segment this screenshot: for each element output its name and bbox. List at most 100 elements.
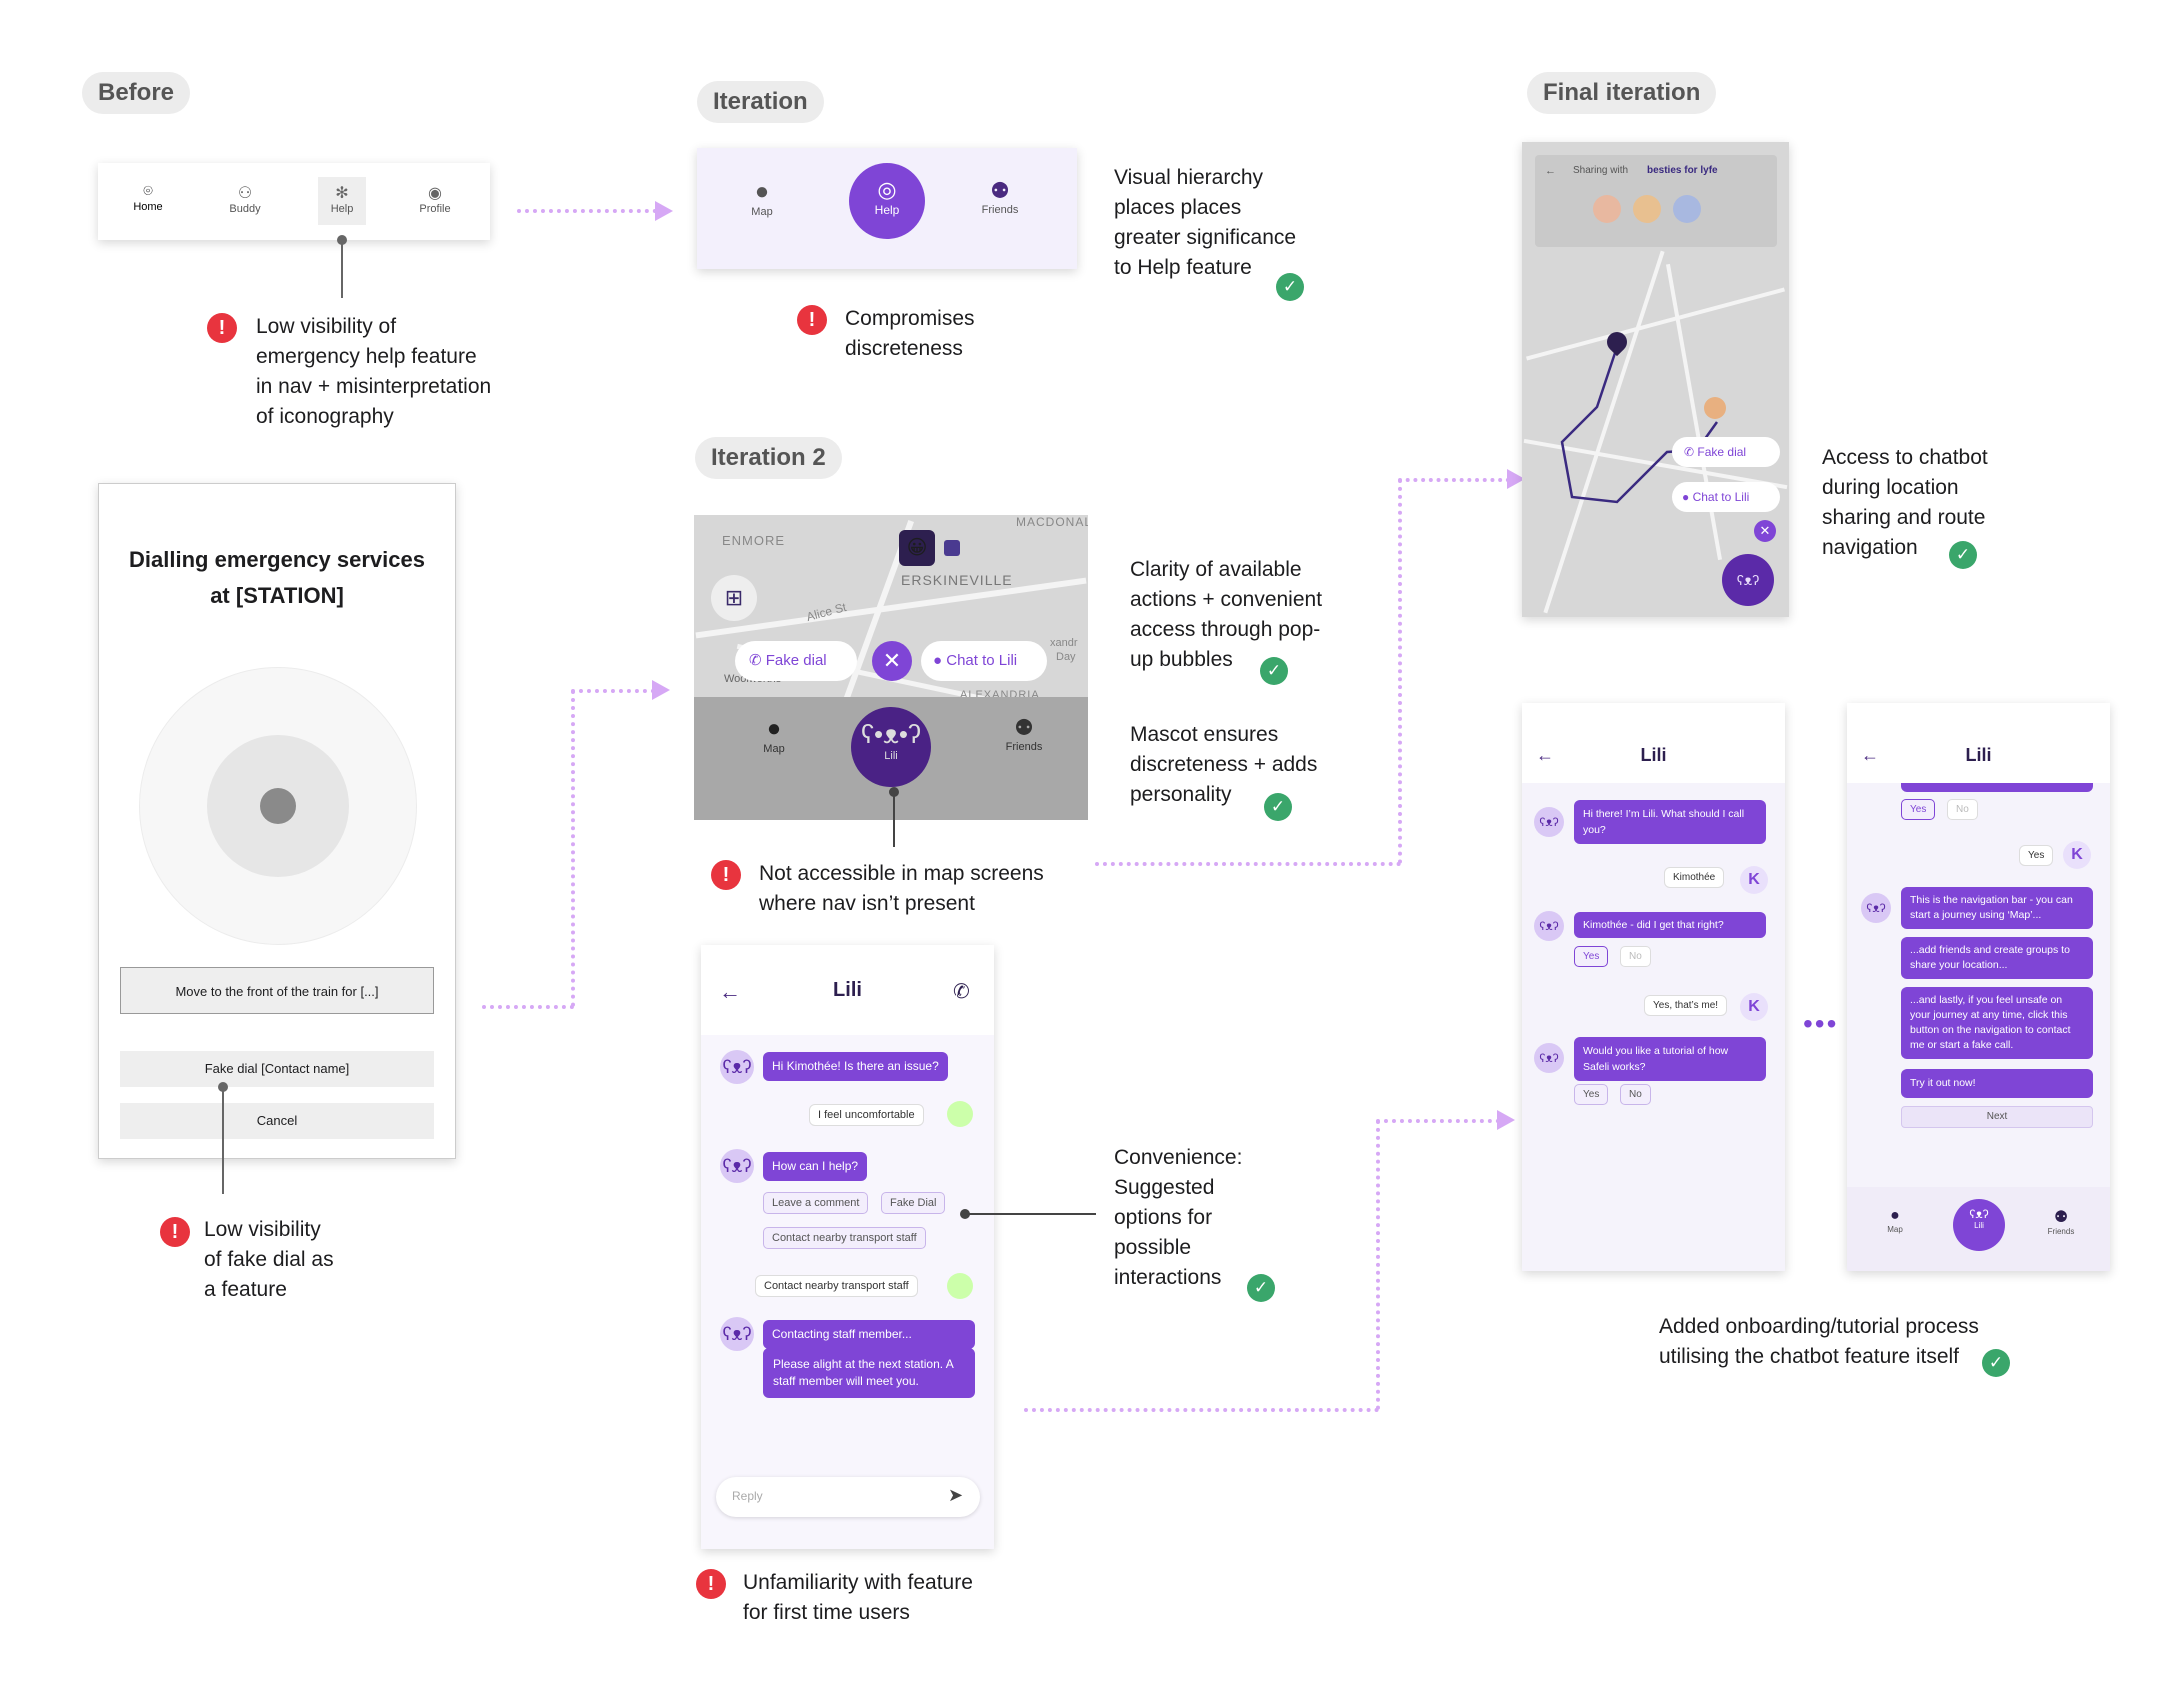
friend-avatar[interactable] bbox=[1633, 195, 1661, 223]
nav-map[interactable]: ● Map bbox=[744, 715, 804, 755]
fake-dial-button[interactable]: Fake dial [Contact name] bbox=[120, 1051, 434, 1087]
section-final-iteration: Final iteration bbox=[1527, 72, 1717, 114]
nav-profile[interactable]: ◉ Profile bbox=[405, 183, 465, 215]
nav-help-button[interactable]: ◎ Help bbox=[849, 163, 925, 239]
nav-label: Friends bbox=[2047, 1227, 2075, 1236]
user-message: Kimothée bbox=[1664, 867, 1725, 888]
fake-dial-bubble[interactable]: ✆ Fake dial bbox=[1672, 437, 1780, 467]
people-icon: ⚇ bbox=[237, 185, 253, 202]
nav-lili-mascot-button[interactable]: ʕᴥʔ Lili bbox=[1953, 1199, 2005, 1251]
back-arrow-icon[interactable]: ← bbox=[1861, 745, 1879, 765]
map-label: ERSKINEVILLE bbox=[901, 572, 1013, 588]
fake-dial-bubble[interactable]: ✆ Fake dial bbox=[735, 641, 857, 681]
send-icon[interactable]: ➤ bbox=[948, 1485, 964, 1505]
back-arrow-icon[interactable]: ← bbox=[1545, 165, 1556, 177]
user-avatar: K bbox=[2063, 841, 2091, 869]
lili-avatar: ʕᴥʔ bbox=[720, 1050, 754, 1084]
warning-icon: ! bbox=[696, 1569, 726, 1599]
cancel-button[interactable]: Cancel bbox=[120, 1103, 434, 1139]
more-ellipsis-icon: ••• bbox=[1803, 1008, 1839, 1039]
move-button[interactable]: Move to the front of the train for [...] bbox=[120, 967, 434, 1014]
option-contact-staff[interactable]: Contact nearby transport staff bbox=[763, 1227, 926, 1249]
lili-avatar: ʕᴥʔ bbox=[1534, 807, 1564, 837]
bot-message: ...and lastly, if you feel unsafe on you… bbox=[1901, 987, 2093, 1059]
map-pin-icon: ● bbox=[1890, 1207, 1900, 1224]
option-no[interactable]: No bbox=[1620, 946, 1651, 967]
option-no[interactable]: No bbox=[1620, 1084, 1651, 1105]
nav-label: Friends bbox=[981, 204, 1019, 216]
friend-avatar[interactable] bbox=[1673, 195, 1701, 223]
user-message: I feel uncomfortable bbox=[809, 1104, 924, 1126]
friend-map-marker[interactable] bbox=[1704, 397, 1726, 419]
sharing-label: Sharing with bbox=[1573, 165, 1629, 176]
user-avatar bbox=[947, 1273, 973, 1299]
nav-label: Home bbox=[133, 201, 163, 213]
connector bbox=[1398, 478, 1510, 482]
nav-label: Friends bbox=[1005, 741, 1043, 753]
map-label: ENMORE bbox=[722, 533, 786, 548]
callout-line bbox=[893, 795, 895, 847]
friends-icon: ⚉ bbox=[2053, 1209, 2069, 1226]
callout-dot bbox=[218, 1082, 228, 1092]
report-add-icon[interactable]: ⊞ bbox=[711, 575, 757, 621]
lili-mascot-button[interactable]: ʕᴥʔ bbox=[1722, 554, 1774, 606]
final-map-screen: ← Sharing with besties for lyfe ✆ Fake d… bbox=[1522, 142, 1789, 617]
nav-friends[interactable]: ⚉ Friends bbox=[994, 715, 1054, 753]
option-yes[interactable]: Yes bbox=[1574, 1084, 1609, 1105]
chat-lili-bubble[interactable]: ● Chat to Lili bbox=[921, 641, 1047, 681]
transit-icon bbox=[944, 540, 960, 556]
connector bbox=[1398, 479, 1402, 864]
connector bbox=[571, 690, 575, 1007]
next-button[interactable]: Next bbox=[1901, 1106, 2093, 1128]
option-leave-comment[interactable]: Leave a comment bbox=[763, 1192, 869, 1214]
option-yes[interactable]: Yes bbox=[1901, 799, 1936, 820]
chat-lili-bubble[interactable]: ● Chat to Lili bbox=[1672, 482, 1780, 512]
friend-avatar[interactable] bbox=[1593, 195, 1621, 223]
nav-label: Profile bbox=[419, 203, 451, 215]
friend-map-marker[interactable]: 😀 bbox=[899, 530, 935, 566]
nav-map[interactable]: ● Map bbox=[1875, 1207, 1915, 1234]
nav-map[interactable]: ● Map bbox=[732, 178, 792, 218]
friends-icon: ⚉ bbox=[1014, 715, 1034, 740]
bot-message: Hi there! I’m Lili. What should I call y… bbox=[1574, 800, 1766, 844]
close-icon[interactable]: ✕ bbox=[872, 641, 912, 681]
asterisk-icon: ✻ bbox=[335, 185, 349, 202]
bot-message: How can I help? bbox=[763, 1152, 868, 1181]
warning-icon: ! bbox=[160, 1217, 190, 1247]
phone-icon[interactable]: ✆ bbox=[953, 981, 970, 1003]
check-icon: ✓ bbox=[1260, 657, 1288, 685]
warning-icon: ! bbox=[711, 860, 741, 890]
connector bbox=[1376, 1119, 1500, 1123]
chat-title: Lili bbox=[833, 979, 862, 1001]
help-signal-icon: ◎ bbox=[877, 177, 897, 202]
chat-title: Lili bbox=[1640, 745, 1667, 765]
iteration2-map-screen: ENMORE ERSKINEVILLE MACDONALDT Alice St … bbox=[694, 515, 1088, 820]
nav-label: Lili bbox=[1974, 1221, 1984, 1230]
nav-home[interactable]: ⌾ Home bbox=[118, 183, 178, 213]
reply-input[interactable]: Reply ➤ bbox=[716, 1477, 980, 1517]
option-no[interactable]: No bbox=[1947, 799, 1978, 820]
check-icon: ✓ bbox=[1276, 273, 1304, 301]
nav-friends[interactable]: ⚉ Friends bbox=[2039, 1207, 2083, 1236]
back-arrow-icon[interactable]: ← bbox=[1536, 745, 1554, 765]
nav-help[interactable]: ✻ Help bbox=[318, 177, 366, 225]
warning-icon: ! bbox=[207, 313, 237, 343]
map-label: xandr bbox=[1050, 637, 1078, 649]
nav-lili-mascot-button[interactable]: ʕ•ᴥ•ʔ Lili bbox=[851, 707, 931, 787]
bot-message: Try it out now! bbox=[1901, 1069, 2093, 1098]
nav-friends[interactable]: ⚉ Friends bbox=[970, 178, 1030, 216]
reply-placeholder: Reply bbox=[732, 1489, 763, 1503]
nav-buddy[interactable]: ⚇ Buddy bbox=[215, 183, 275, 215]
check-icon: ✓ bbox=[1264, 793, 1292, 821]
option-fake-dial[interactable]: Fake Dial bbox=[881, 1192, 946, 1214]
back-arrow-icon[interactable]: ← bbox=[719, 979, 741, 1004]
close-icon[interactable]: ✕ bbox=[1754, 520, 1776, 542]
nav-label: Help bbox=[874, 203, 900, 217]
friends-icon: ⚉ bbox=[990, 178, 1010, 203]
option-yes[interactable]: Yes bbox=[1574, 946, 1609, 967]
chat-header: ← Lili bbox=[1522, 703, 1785, 783]
onboarding-screen-2: ← Lili Yes No Yes K ʕᴥʔ This is the navi… bbox=[1847, 703, 2110, 1271]
